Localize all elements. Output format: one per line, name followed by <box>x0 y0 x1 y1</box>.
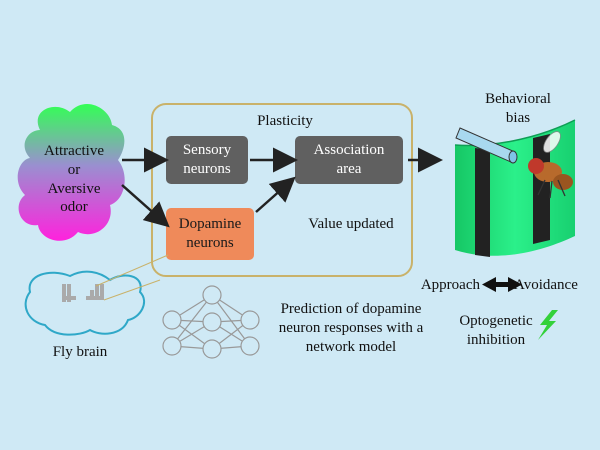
fly-brain-label: Fly brain <box>52 344 108 360</box>
behavioral-bias-label: Behavioral bias <box>478 90 558 128</box>
optogenetic-line1: Optogenetic <box>459 313 533 329</box>
callout-line-1 <box>95 254 169 287</box>
brain-neuron-cluster-right <box>86 284 104 300</box>
light-fiber <box>455 127 518 164</box>
double-arrow <box>482 277 522 292</box>
prediction-label: Prediction of dopamine neuron responses … <box>262 300 440 356</box>
association-line2: area <box>336 161 362 177</box>
odor-label-line4: odor <box>60 199 88 216</box>
association-line1: Association <box>313 142 385 159</box>
plasticity-label: Plasticity <box>257 113 313 129</box>
odor-label: Attractive or Aversive odor <box>30 142 118 217</box>
prediction-line3: network model <box>305 338 397 355</box>
fly-brain-outline <box>24 270 146 336</box>
odor-cloud <box>17 104 125 241</box>
sensory-neurons-box <box>166 136 248 184</box>
value-updated-label: Value updated <box>308 216 394 232</box>
sensory-neurons-label: Sensory neurons <box>166 136 248 184</box>
approach-label: Approach <box>420 277 480 293</box>
prediction-line1: Prediction of dopamine <box>280 301 422 317</box>
network-model <box>162 285 260 359</box>
plasticity-region <box>151 103 413 277</box>
behavior-arena <box>454 119 576 257</box>
arrow-odor-to-dopamine <box>121 184 170 228</box>
fly-illustration <box>528 131 573 199</box>
lightning-icon <box>538 310 558 340</box>
behavioral-line1: Behavioral <box>485 91 551 107</box>
callout-line-2 <box>103 279 161 301</box>
association-area-label: Association area <box>295 136 403 184</box>
dopamine-neurons-label: Dopamine neurons <box>166 208 254 260</box>
association-area-box <box>295 136 403 184</box>
sensory-line2: neurons <box>183 161 231 177</box>
dopamine-neurons-box <box>166 208 254 260</box>
dopamine-line1: Dopamine <box>178 216 242 233</box>
behavioral-line2: bias <box>505 109 531 126</box>
sensory-line1: Sensory <box>182 142 232 159</box>
optogenetic-inhibition-label: Optogenetic inhibition <box>448 312 544 350</box>
prediction-line2: neuron responses with a <box>278 319 424 336</box>
avoidance-label: Avoidance <box>514 277 578 293</box>
brain-neuron-cluster-left <box>62 284 76 302</box>
odor-label-line1: Attractive <box>44 143 104 159</box>
odor-label-line2: or <box>67 161 81 178</box>
optogenetic-line2: inhibition <box>466 331 526 348</box>
arrow-dopamine-to-association <box>255 176 296 213</box>
odor-label-line3: Aversive <box>47 180 101 197</box>
dopamine-line2: neurons <box>186 235 234 251</box>
